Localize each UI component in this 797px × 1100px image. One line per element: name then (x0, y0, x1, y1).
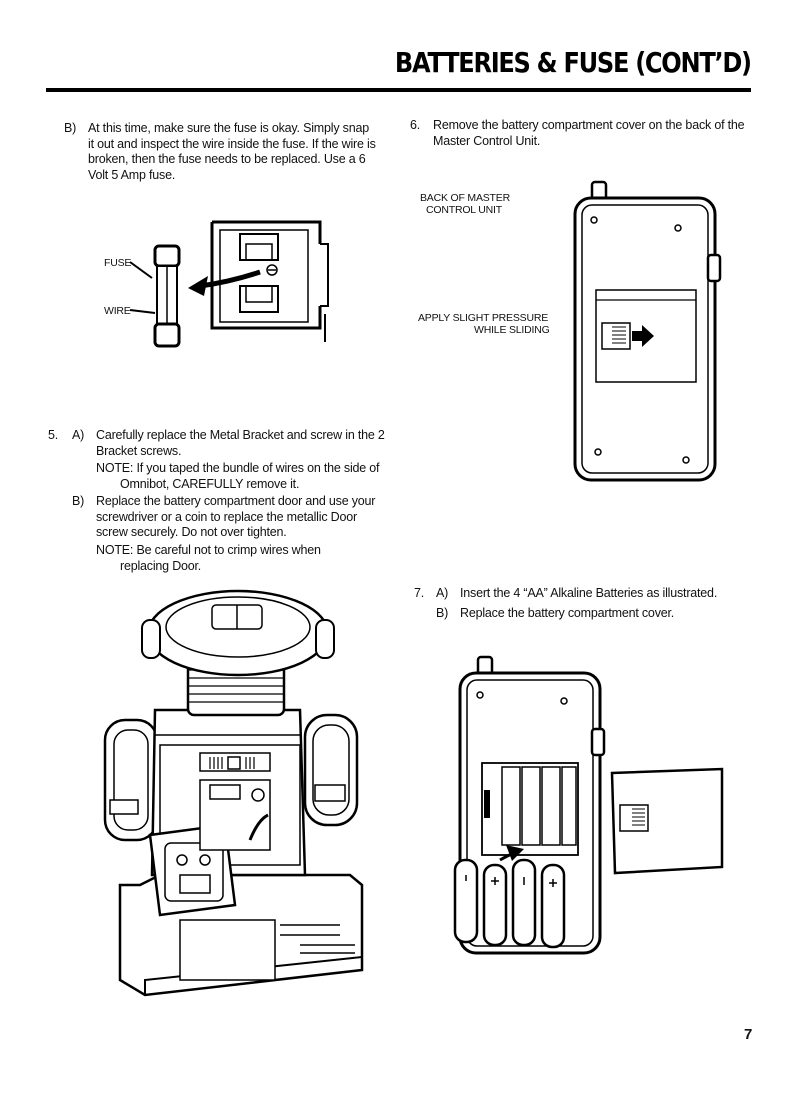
step-b-text: At this time, make sure the fuse is okay… (88, 121, 376, 182)
page-title: BATTERIES & FUSE (CONT’D) (395, 46, 752, 79)
step-5a-text: Carefully replace the Metal Bracket and … (96, 428, 385, 458)
pressure-label-1: APPLY SLIGHT PRESSURE (418, 312, 549, 324)
pressure-label-2: WHILE SLIDING (474, 324, 550, 336)
step-7b-marker: B) (436, 606, 449, 620)
step-5a-note: NOTE: If you taped the bundle of wires o… (96, 461, 380, 491)
step-5-number: 5. (48, 428, 59, 442)
battery-install-illustration (453, 655, 724, 955)
fuse-label: FUSE (104, 257, 132, 269)
header-rule (46, 88, 751, 92)
control-unit-back-illustration (573, 180, 722, 482)
step-6-number: 6. (410, 118, 421, 132)
step-5b-text: Replace the battery compartment door and… (96, 494, 376, 539)
back-of-unit-label-1: BACK OF MASTER (420, 192, 510, 204)
page-number: 7 (744, 1026, 753, 1043)
step-7a-marker: A) (436, 586, 449, 600)
robot-illustration (103, 589, 364, 997)
step-7b-text: Replace the battery compartment cover. (460, 606, 675, 620)
step-b-marker: B) (64, 121, 77, 135)
fuse-illustration (129, 220, 329, 348)
wire-label: WIRE (104, 305, 131, 317)
step-7-number: 7. (414, 586, 425, 600)
back-of-unit-label-2: CONTROL UNIT (426, 204, 502, 216)
step-5b-marker: B) (72, 494, 85, 508)
step-6-text: Remove the battery compartment cover on … (433, 118, 745, 148)
step-5b-note: NOTE: Be careful not to crimp wires when… (96, 543, 321, 573)
step-7a-text: Insert the 4 “AA” Alkaline Batteries as … (460, 586, 718, 600)
step-5a-marker: A) (72, 428, 85, 442)
